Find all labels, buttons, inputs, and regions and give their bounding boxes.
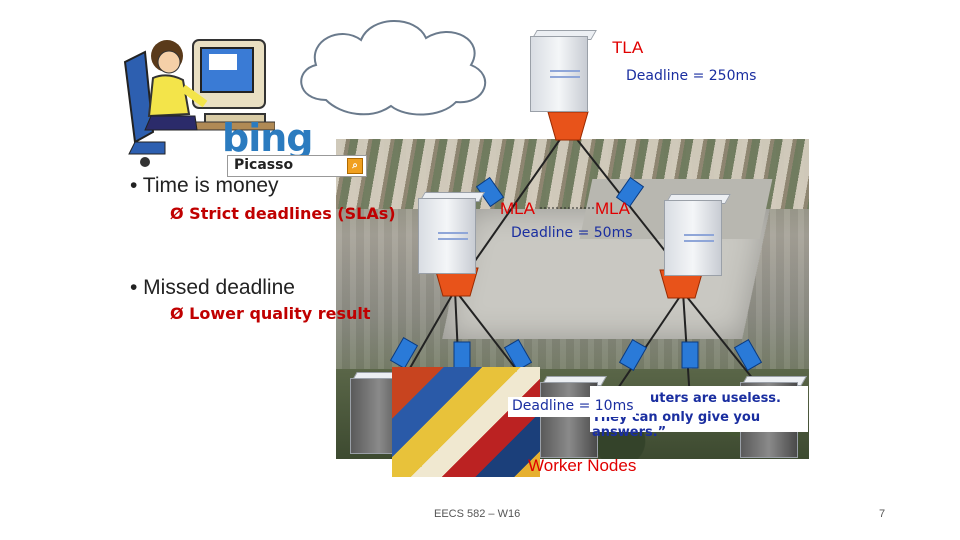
bullet-missed-deadline: • Missed deadline (130, 276, 295, 299)
slide-number: 7 (879, 508, 886, 520)
link-icon (681, 341, 699, 369)
mla-right-server-icon (664, 194, 732, 276)
bullet-time-is-money: • Time is money (130, 174, 279, 197)
bullet-lower-quality: Ø Lower quality result (170, 304, 371, 323)
cloud-icon (300, 20, 487, 116)
link-icon (615, 176, 645, 208)
link-icon (618, 339, 648, 371)
worker-deadline: Deadline = 10ms (508, 397, 636, 417)
search-input[interactable]: Picasso ⌕ (227, 155, 367, 177)
worker-server-icon (540, 376, 608, 458)
mla-left-label: MLA (500, 199, 535, 218)
worker-nodes-label: Worker Nodes (528, 456, 637, 475)
mla-deadline: Deadline = 50ms (511, 225, 633, 241)
tla-label: TLA (612, 38, 644, 57)
picasso-painting-image (392, 367, 540, 477)
link-icon (503, 339, 533, 371)
link-icon (453, 341, 471, 369)
user-at-computer-icon (123, 39, 275, 167)
mla-left-server-icon (418, 192, 486, 274)
link-icon (475, 176, 505, 208)
tla-server-icon (530, 30, 598, 112)
mla-right-label: MLA (595, 199, 630, 218)
bing-logo: bing (222, 116, 313, 160)
quote-line-1: uters are useless. (650, 391, 781, 406)
search-query: Picasso (234, 157, 294, 173)
search-icon[interactable]: ⌕ (347, 158, 363, 174)
tla-deadline: Deadline = 250ms (626, 68, 757, 84)
link-icon (389, 337, 419, 369)
bullet-strict-deadlines: Ø Strict deadlines (SLAs) (170, 204, 396, 223)
tla-switch-icon (547, 111, 589, 141)
footer-course: EECS 582 – W16 (434, 508, 521, 520)
link-icon (733, 339, 763, 371)
